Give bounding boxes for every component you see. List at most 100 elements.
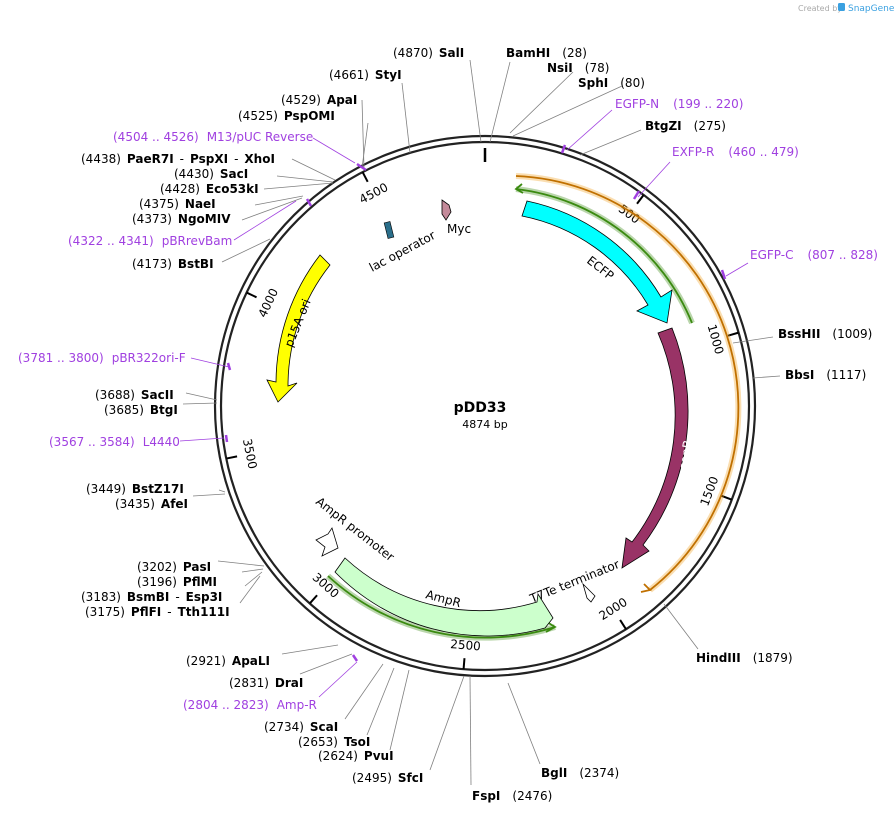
enzyme-name: ScaI bbox=[310, 720, 338, 734]
enzyme-position: (4870) bbox=[393, 46, 433, 60]
enzyme-position: (1009) bbox=[832, 327, 872, 341]
enzyme-label-bstbi: (4173) BstBI bbox=[132, 257, 214, 271]
enzyme-position: (4525) bbox=[238, 109, 278, 123]
enzyme-name: NsiI bbox=[547, 61, 573, 75]
enzyme-label-hindiii: HindIII(1879) bbox=[696, 651, 793, 665]
enzyme-name: BstZ17I bbox=[132, 482, 184, 496]
enzyme-name: PflFI bbox=[131, 605, 161, 619]
enzyme-name: BstBI bbox=[178, 257, 214, 271]
primer-label-amp-r: (2804 .. 2823)Amp-R bbox=[183, 698, 317, 712]
myc-feature bbox=[441, 199, 452, 221]
enzyme-position: (3449) bbox=[86, 482, 126, 496]
enzyme-label-naei: (4375)NaeI bbox=[139, 197, 216, 211]
ecfp-feature bbox=[521, 200, 673, 324]
enzyme-position: (275) bbox=[694, 119, 726, 133]
enzyme-label-fspi: FspI(2476) bbox=[472, 789, 552, 803]
enzyme-position: (3435) bbox=[115, 497, 155, 511]
primer-name: pBR322ori-F bbox=[112, 351, 186, 365]
snapgene-logo-icon bbox=[838, 3, 845, 11]
enzyme-position: (2734) bbox=[264, 720, 304, 734]
enzyme-name: DraI bbox=[275, 676, 303, 690]
snapgene-logo: SnapGene bbox=[838, 3, 895, 14]
enzyme-name: TsoI bbox=[344, 735, 370, 749]
enzyme-name: StyI bbox=[375, 68, 402, 82]
enzyme-position: (2831) bbox=[229, 676, 269, 690]
tick-label-2500: 2500 bbox=[450, 637, 482, 653]
enzyme-position: (2476) bbox=[512, 789, 552, 803]
enzyme-position: (2374) bbox=[579, 766, 619, 780]
enzyme-position: (4430) bbox=[174, 167, 214, 181]
enzyme-label-sacii: (3688) SacII bbox=[95, 388, 174, 402]
enzyme-label-bstz17i: (3449) BstZ17I bbox=[86, 482, 184, 496]
enzyme-position: (1879) bbox=[753, 651, 793, 665]
enzyme-name: BtgI bbox=[150, 403, 178, 417]
ampr-feature bbox=[334, 557, 554, 637]
primer-range: (4504 .. 4526) bbox=[113, 130, 199, 144]
enzyme-label-pflfi: (3175)PflFI-Tth111I bbox=[85, 605, 230, 619]
ampr-promoter-feature bbox=[315, 527, 339, 557]
tick-label-2000: 2000 bbox=[597, 595, 630, 623]
primer-range: (807 .. 828) bbox=[807, 248, 877, 262]
orf-arcs bbox=[325, 173, 742, 641]
enzyme-name: BtgZI bbox=[645, 119, 682, 133]
enzyme-label-scai: (2734) ScaI bbox=[264, 720, 338, 734]
primer-name: L4440 bbox=[143, 435, 180, 449]
enzyme-label-sphi: SphI(80) bbox=[578, 76, 645, 90]
enzyme-name: AfeI bbox=[161, 497, 188, 511]
primer-name: EGFP-N bbox=[615, 97, 659, 111]
enzyme-name: ApaI bbox=[327, 93, 357, 107]
primer-label-exfp-r: EXFP-R(460 .. 479) bbox=[672, 145, 799, 159]
enzyme-name: BssHII bbox=[778, 327, 820, 341]
enzyme-label-saci: (4430) SacI bbox=[174, 167, 248, 181]
enzyme-label-pspomi: (4525) PspOMI bbox=[238, 109, 335, 123]
enzyme-name: ApaLI bbox=[232, 654, 270, 668]
primer-name: EXFP-R bbox=[672, 145, 714, 159]
enzyme-name: PvuI bbox=[364, 749, 394, 763]
primer-name: pBRrevBam bbox=[162, 234, 233, 248]
enzyme-position: (4173) bbox=[132, 257, 172, 271]
tick-mark-2500 bbox=[462, 658, 466, 670]
tick-mark-3000 bbox=[309, 594, 318, 605]
enzyme-label-pasi: (3202)PasI bbox=[137, 560, 211, 574]
enzyme-name: SacI bbox=[220, 167, 248, 181]
enzyme-position: (3688) bbox=[95, 388, 135, 402]
enzyme-name: PasI bbox=[183, 560, 211, 574]
enzyme-position: (2624) bbox=[318, 749, 358, 763]
enzyme-name: Tth111I bbox=[178, 605, 230, 619]
primer-range: (199 .. 220) bbox=[673, 97, 743, 111]
enzyme-position: (3175) bbox=[85, 605, 125, 619]
separator: - bbox=[175, 590, 179, 604]
created-by-label: Created by bbox=[798, 4, 842, 13]
enzyme-name: XhoI bbox=[244, 152, 275, 166]
tick-mark-500 bbox=[636, 194, 645, 205]
tick-mark-2000 bbox=[619, 619, 627, 630]
enzyme-name: SacII bbox=[141, 388, 174, 402]
myc-label: Myc bbox=[447, 222, 471, 236]
enzyme-name: NgoMIV bbox=[178, 212, 231, 226]
enzyme-label-btgzi: BtgZI (275) bbox=[645, 119, 726, 133]
tick-label-3500: 3500 bbox=[240, 437, 260, 470]
primer-name: M13/pUC Reverse bbox=[207, 130, 314, 144]
enzyme-label-bamhi: BamHI(28) bbox=[506, 46, 587, 60]
enzyme-label-sali: (4870)SalI bbox=[393, 46, 464, 60]
enzyme-name: PflMI bbox=[183, 575, 217, 589]
enzyme-label-sfci: (2495)SfcI bbox=[352, 771, 423, 785]
enzyme-label-styi: (4661)StyI bbox=[329, 68, 402, 82]
enzyme-position: (4529) bbox=[281, 93, 321, 107]
snapgene-brand: SnapGene bbox=[848, 4, 895, 14]
enzyme-position: (3183) bbox=[81, 590, 121, 604]
enzyme-label-ngomiv: (4373)NgoMIV bbox=[132, 212, 231, 226]
enzyme-name: PspOMI bbox=[284, 109, 335, 123]
enzyme-position: (28) bbox=[562, 46, 587, 60]
enzyme-label-tsoi: (2653)TsoI bbox=[298, 735, 370, 749]
enzyme-position: (2495) bbox=[352, 771, 392, 785]
tick-mark-4000 bbox=[246, 291, 257, 299]
tick-mark-1000 bbox=[727, 331, 739, 337]
enzyme-name: BbsI bbox=[785, 368, 814, 382]
enzyme-label-pvui: (2624) PvuI bbox=[318, 749, 394, 763]
enzyme-name: BglI bbox=[541, 766, 567, 780]
primer-range: (3781 .. 3800) bbox=[18, 351, 104, 365]
enzyme-position: (3685) bbox=[104, 403, 144, 417]
primer-markers bbox=[179, 109, 749, 698]
separator: - bbox=[234, 152, 238, 166]
